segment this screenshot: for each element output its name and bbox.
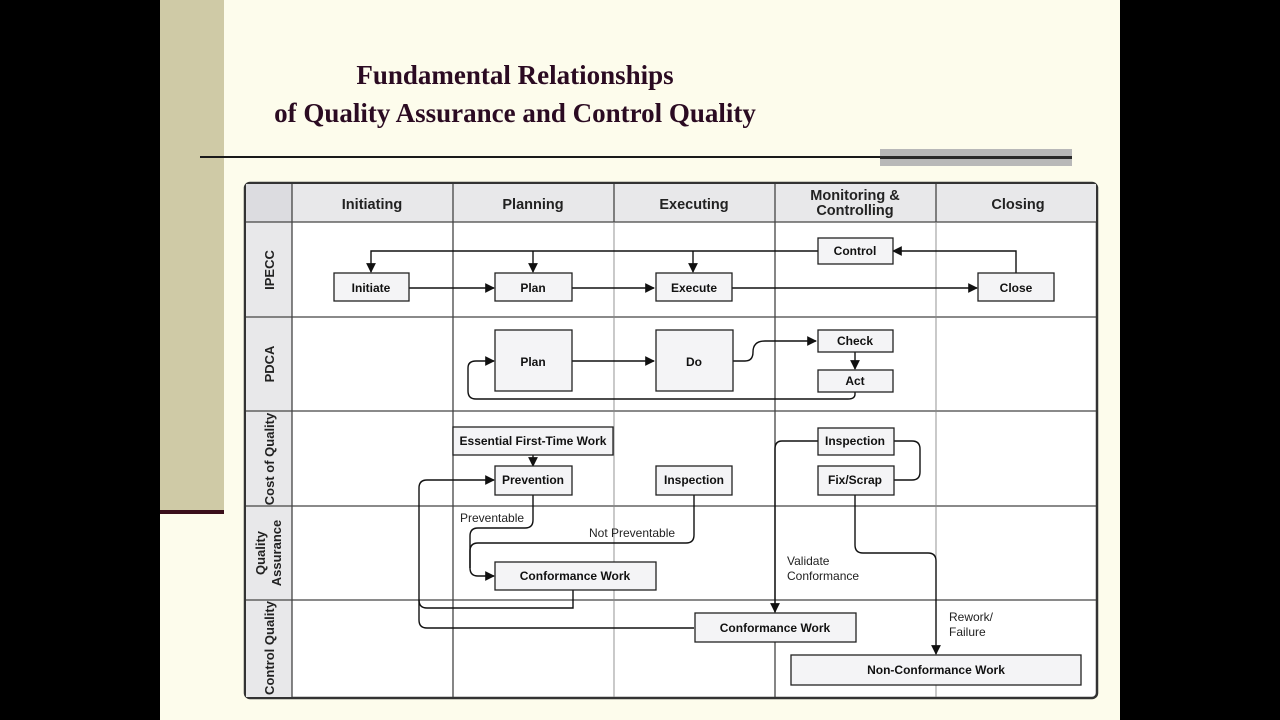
inspection-executing-label: Inspection bbox=[664, 473, 724, 487]
row-header-cost-of-quality: Cost of Quality bbox=[262, 412, 277, 505]
side-accent-bar bbox=[160, 0, 224, 510]
inspection-executing-box bbox=[655, 465, 733, 496]
fix-scrap-label: Fix/Scrap bbox=[828, 473, 882, 487]
col-header-monitoring: Monitoring & bbox=[810, 188, 900, 204]
execute-box bbox=[655, 272, 733, 302]
diagram-frame bbox=[243, 181, 1099, 700]
conformance-annotation-label: Conformance bbox=[787, 569, 859, 583]
col-header-initiating: Initiating bbox=[342, 197, 402, 213]
row-header-control-quality: Control Quality bbox=[262, 600, 277, 695]
act-box bbox=[817, 369, 894, 393]
col-header-controlling: Controlling bbox=[816, 203, 893, 219]
prevention-label: Prevention bbox=[502, 473, 564, 487]
corner-cell bbox=[246, 184, 292, 222]
essential-work-box bbox=[452, 426, 614, 456]
inspection-monitoring-label: Inspection bbox=[825, 434, 885, 448]
control-box bbox=[817, 237, 894, 265]
execute-label: Execute bbox=[671, 281, 717, 295]
row-header-assurance: Assurance bbox=[269, 520, 284, 586]
row-label-column bbox=[246, 222, 292, 697]
row-header-ipecc: IPECC bbox=[262, 250, 277, 290]
conformance-work-cq-label: Conformance Work bbox=[720, 621, 831, 635]
conformance-work-cq-box bbox=[694, 612, 857, 643]
slide-title: Fundamental Relationships of Quality Ass… bbox=[0, 56, 1030, 132]
plan-ipecc-label: Plan bbox=[520, 281, 545, 295]
preventable-label: Preventable bbox=[460, 511, 524, 525]
not-preventable-label: Not Preventable bbox=[589, 526, 675, 540]
act-label: Act bbox=[845, 374, 864, 388]
row-header-pdca: PDCA bbox=[262, 345, 277, 382]
plan-ipecc-box bbox=[494, 272, 573, 302]
essential-work-label: Essential First-Time Work bbox=[460, 434, 607, 448]
validate-label: Validate bbox=[787, 554, 830, 568]
control-label: Control bbox=[834, 244, 877, 258]
initiate-label: Initiate bbox=[352, 281, 391, 295]
conformance-work-qa-box bbox=[494, 561, 657, 591]
title-rule bbox=[200, 156, 880, 158]
failure-label: Failure bbox=[949, 625, 986, 639]
close-label: Close bbox=[1000, 281, 1033, 295]
grid-lines bbox=[246, 184, 1096, 697]
connectors bbox=[366, 246, 1017, 655]
conformance-work-qa-label: Conformance Work bbox=[520, 569, 631, 583]
rework-label: Rework/ bbox=[949, 610, 994, 624]
do-label: Do bbox=[686, 355, 702, 369]
inspection-monitoring-box bbox=[817, 427, 895, 456]
row-header-quality: Quality bbox=[253, 530, 268, 575]
check-box bbox=[817, 329, 894, 353]
fix-scrap-box bbox=[817, 465, 895, 496]
close-box bbox=[977, 272, 1055, 302]
non-conformance-work-box bbox=[790, 654, 1082, 686]
do-box bbox=[655, 329, 734, 392]
col-header-closing: Closing bbox=[991, 197, 1044, 213]
non-conformance-work-label: Non-Conformance Work bbox=[867, 663, 1005, 677]
initiate-box bbox=[333, 272, 410, 302]
side-accent-line bbox=[160, 510, 224, 514]
prevention-box bbox=[494, 465, 573, 496]
check-label: Check bbox=[837, 334, 873, 348]
col-header-executing: Executing bbox=[659, 197, 728, 213]
col-header-planning: Planning bbox=[502, 197, 563, 213]
plan-pdca-label: Plan bbox=[520, 355, 545, 369]
title-line-1: Fundamental Relationships bbox=[356, 60, 674, 90]
process-boxes bbox=[333, 237, 1082, 686]
plan-pdca-box bbox=[494, 329, 573, 392]
header-band bbox=[246, 184, 1096, 222]
title-line-2: of Quality Assurance and Control Quality bbox=[274, 98, 756, 128]
title-rule-accent bbox=[880, 149, 1072, 166]
